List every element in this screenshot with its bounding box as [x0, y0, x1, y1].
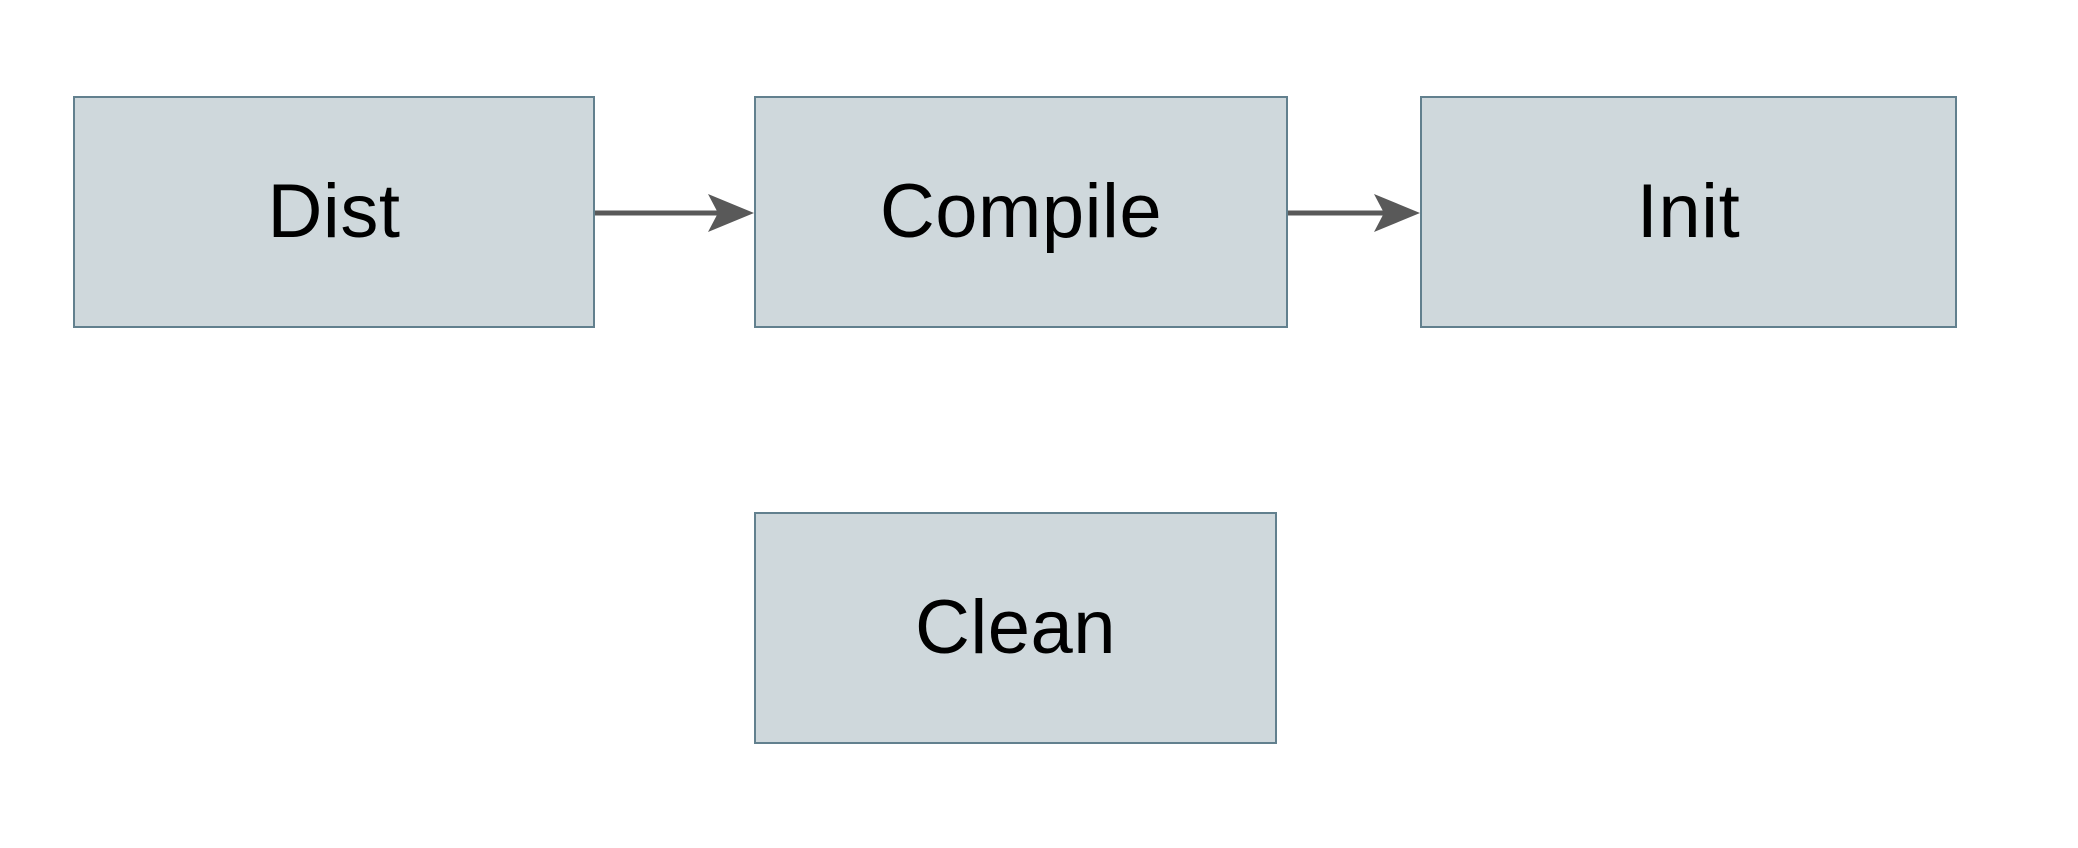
arrowhead-icon	[708, 194, 754, 232]
node-label-init: Init	[1636, 169, 1741, 254]
node-clean[interactable]: Clean	[754, 512, 1277, 744]
node-compile[interactable]: Compile	[754, 96, 1288, 328]
node-init[interactable]: Init	[1420, 96, 1957, 328]
arrowhead-icon	[1374, 194, 1420, 232]
node-label-compile: Compile	[879, 169, 1163, 254]
node-label-clean: Clean	[914, 585, 1117, 670]
edge-dist-to-compile	[595, 194, 754, 232]
node-label-dist: Dist	[267, 169, 401, 254]
node-dist[interactable]: Dist	[73, 96, 595, 328]
edge-compile-to-init	[1288, 194, 1420, 232]
